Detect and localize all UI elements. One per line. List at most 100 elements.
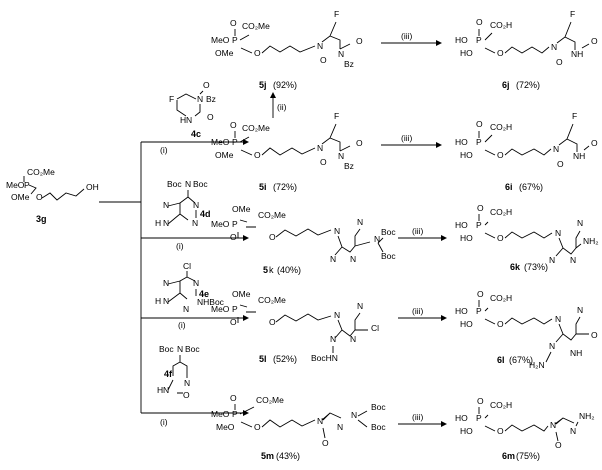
compound-id-suffix: k (269, 265, 274, 275)
atom-n2: N (338, 151, 344, 161)
atom-ome: OMe (215, 48, 234, 58)
atom-n1: N (163, 278, 169, 288)
atom-n2: N (577, 305, 583, 315)
atom-o2: O (497, 319, 504, 329)
atom-n: N (185, 179, 191, 189)
atom-oh: OH (86, 182, 99, 192)
atom-o3: O (322, 438, 329, 448)
atom-o2: O (269, 317, 276, 327)
atom-ho: HO (455, 306, 468, 316)
atom-o: O (477, 289, 484, 299)
atom-bz: Bz (344, 59, 354, 69)
atom-ome: OMe (11, 192, 30, 202)
reagent-4e: Cl N N N N H NHBoc 4e (155, 261, 225, 314)
atom-o: O (230, 317, 237, 327)
atom-n2: N (577, 218, 583, 228)
compound-id: 5j (259, 80, 267, 90)
atom-n2: N (163, 385, 169, 395)
atom-n1: N (184, 378, 190, 388)
atom-o2: O (254, 422, 261, 432)
compound-id: 3g (36, 214, 47, 224)
atom-n: N (555, 314, 561, 324)
atom-co2me: CO₂Me (27, 167, 55, 177)
arrowhead (436, 142, 442, 148)
atom-n3: N (163, 296, 169, 306)
atom-n: N (553, 144, 559, 154)
atom-o: O (183, 390, 190, 400)
atom-o: O (230, 18, 237, 28)
yield: (67%) (509, 355, 533, 365)
atom-n3: N (330, 334, 336, 344)
atom-o3: O (591, 330, 598, 340)
atom-o3: O (555, 440, 562, 450)
atom-o2: O (254, 48, 261, 58)
atom-boc: Boc (381, 227, 396, 237)
compound-5l: OMe CO₂Me MeO P O O N N N N Cl BocHN 5l … (211, 289, 379, 364)
yield: (73%) (524, 262, 548, 272)
deprotection-arrows: (iii) (iii) (iii) (iii) (iii) (381, 31, 447, 427)
compound-5m: CO₂Me O MeO P MeO O N N N O Boc Boc 5m (… (211, 393, 386, 461)
bond-lines (237, 304, 368, 353)
step-label-iii: (iii) (401, 31, 412, 41)
atom-boc1: Boc (159, 344, 174, 354)
atom-o: O (207, 112, 214, 122)
atom-nhboc: NHBoc (197, 297, 225, 307)
atom-ho: HO (455, 413, 468, 423)
atom-o3: O (356, 138, 363, 148)
atom-o: O (477, 396, 484, 406)
atom-n: N (177, 344, 183, 354)
atom-n: N (317, 416, 323, 426)
atom-co2me: CO₂Me (258, 295, 286, 305)
step-label-ii: (ii) (277, 102, 287, 112)
ring-bonds (167, 355, 188, 394)
atom-meo: MeO (211, 219, 230, 229)
atom-p: P (476, 137, 482, 147)
atom-boc2: Boc (193, 179, 208, 189)
yield: (43%) (276, 451, 300, 461)
atom-n: N (334, 226, 340, 236)
atom-o: O (230, 232, 237, 242)
atom-meo2: MeO (216, 422, 235, 432)
atom-o4: O (591, 138, 598, 148)
compound-6m: O CO₂H HO P HO O N N O NH₂ 6m (75%) (455, 396, 595, 461)
atom-o: O (477, 203, 484, 213)
atom-ho2: HO (460, 319, 473, 329)
compound-5i: CO₂Me MeO P O OMe O N F O O N Bz 5i (72%… (211, 111, 363, 192)
compound-id: 4f (164, 369, 173, 379)
atom-nh: NH (571, 49, 583, 59)
atom-o2: O (203, 80, 210, 90)
yield: (72%) (516, 80, 540, 90)
atom-n: N (197, 94, 203, 104)
step-label-i: (i) (160, 417, 168, 427)
step-label-iii: (iii) (412, 306, 423, 316)
compound-id: 6j (502, 80, 510, 90)
compound-id: 5i (259, 182, 267, 192)
atom-n2: N (351, 410, 357, 420)
arrowhead (441, 421, 447, 427)
arrowhead (441, 315, 447, 321)
atom-ho2: HO (460, 48, 473, 58)
atom-n3: N (549, 341, 555, 351)
reagent-4c: F N Bz H N O O 4c (169, 80, 216, 139)
arrowhead (243, 139, 249, 145)
ring-bonds (176, 90, 204, 117)
atom-co2h: CO₂H (490, 207, 512, 217)
atom-n3: N (163, 218, 169, 228)
atom-nh2: NH₂ (583, 236, 599, 246)
atom-h: H (155, 296, 161, 306)
atom-ho2: HO (460, 150, 473, 160)
bond-lines (478, 300, 589, 363)
atom-cl: Cl (371, 323, 379, 333)
atom-o2: O (269, 232, 276, 242)
bond-lines (478, 123, 590, 156)
step-label-iii: (iii) (412, 412, 423, 422)
atom-ho: HO (455, 35, 468, 45)
atom-f: F (334, 9, 339, 19)
atom-ho2: HO (460, 426, 473, 436)
atom-ho: HO (455, 220, 468, 230)
compound-6l: O CO₂H HO P HO O N N N NH O H₂N 6l (67%) (455, 289, 598, 370)
atom-o3: O (556, 57, 563, 67)
atom-boc: Boc (371, 402, 386, 412)
compound-id: 6l (497, 355, 505, 365)
